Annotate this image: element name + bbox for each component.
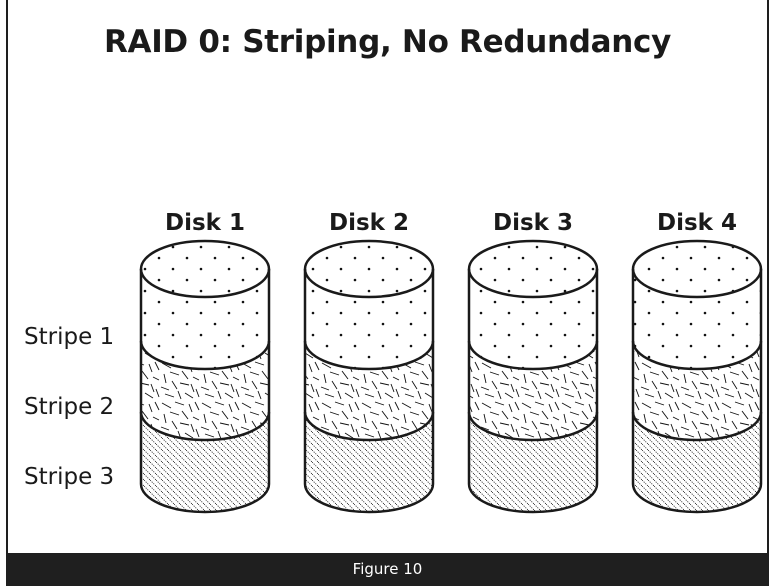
stripe-label: Stripe 2 [24,394,114,420]
stripe-boundary [303,411,435,442]
disk-outline [467,269,599,514]
stripe-boundary [303,340,435,371]
stripe-boundary [631,340,763,371]
disk-cylinder-3 [467,239,599,514]
disk-label: Disk 3 [493,210,573,236]
stripe-boundary [631,411,763,442]
disk-label: Disk 4 [657,210,737,236]
diagram-title: RAID 0: Striping, No Redundancy [103,24,672,60]
disk-cylinder-1 [139,239,271,514]
disk-top-cap [631,239,763,299]
stripe-boundary [467,411,599,442]
disk-labels: Disk 1 Disk 2 Disk 3 Disk 4 [165,210,737,236]
disk-label: Disk 2 [329,210,409,236]
stripe-labels: Stripe 1 Stripe 2 Stripe 3 [24,324,114,490]
disk-cylinder-2 [303,239,435,514]
disk-top-cap [467,239,599,299]
disk-cylinder-4 [631,239,763,514]
stripe-label: Stripe 3 [24,464,114,490]
disk-top-cap [303,239,435,299]
stripe-boundary [139,411,271,442]
disk-outline [139,269,271,514]
disk-cylinders [139,239,763,514]
stripe-boundary [139,340,271,371]
figure-caption: Figure 10 [6,553,769,586]
disk-top-cap [139,239,271,299]
stripe-boundary [467,340,599,371]
disk-label: Disk 1 [165,210,245,236]
disk-outline [631,269,763,514]
stripe-label: Stripe 1 [24,324,114,350]
disk-outline [303,269,435,514]
